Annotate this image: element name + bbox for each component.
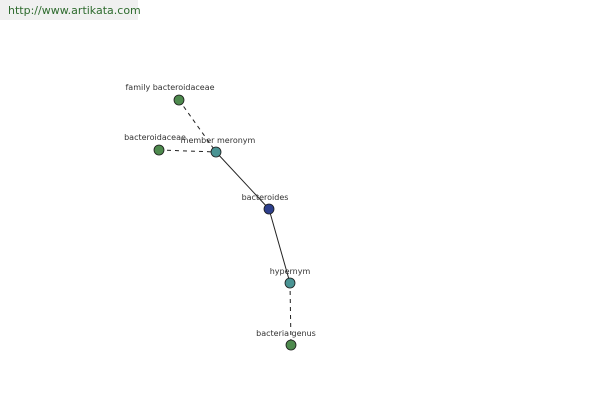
- node-member-meronym[interactable]: [210, 146, 222, 158]
- node-label-bacteroides[interactable]: bacteroides: [242, 193, 289, 202]
- edge-hypernym-to-bacteria-genus: [289, 282, 292, 346]
- node-bacteria-genus[interactable]: [285, 339, 297, 351]
- node-bacteroides[interactable]: [263, 203, 275, 215]
- edge-bacteroidaceae-to-member-meronym: [158, 149, 217, 153]
- node-label-family-bacteroidaceae[interactable]: family bacteroidaceae: [125, 83, 214, 92]
- url-bar: http://www.artikata.com: [0, 0, 141, 20]
- edge-family-bacteroidaceae-to-member-meronym: [178, 99, 217, 153]
- node-family-bacteroidaceae[interactable]: [173, 94, 185, 106]
- node-bacteroidaceae[interactable]: [153, 144, 165, 156]
- node-label-bacteroidaceae[interactable]: bacteroidaceae: [124, 133, 186, 142]
- node-label-bacteria-genus[interactable]: bacteria genus: [256, 329, 316, 338]
- node-label-hypernym[interactable]: hypernym: [270, 267, 311, 276]
- site-url-link[interactable]: http://www.artikata.com: [8, 4, 141, 17]
- node-hypernym[interactable]: [284, 277, 296, 289]
- edge-member-meronym-to-bacteroides: [215, 151, 270, 210]
- edge-bacteroides-to-hypernym: [268, 208, 291, 284]
- node-label-member-meronym[interactable]: member meronym: [181, 136, 256, 145]
